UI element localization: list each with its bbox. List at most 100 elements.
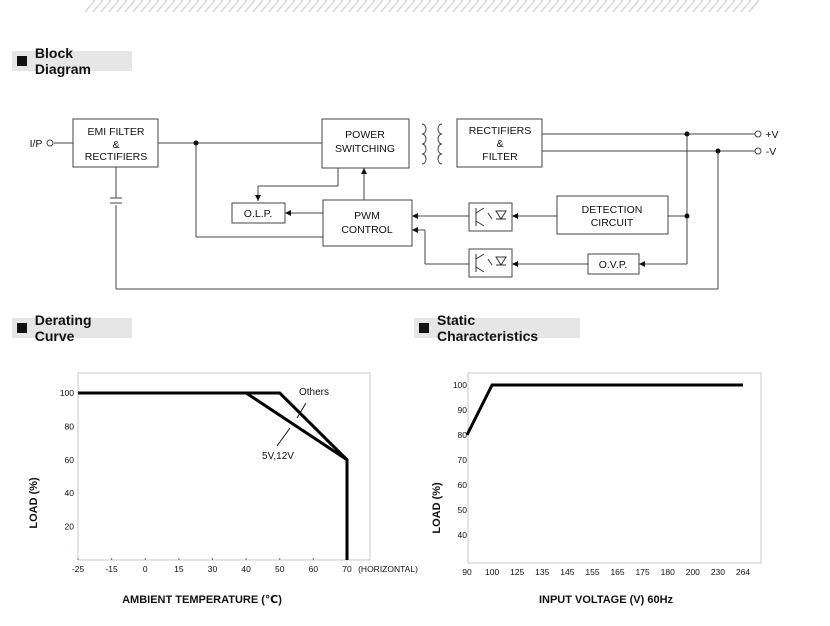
junction-dot [684,131,690,137]
light-arrow-icon [487,212,493,220]
emi-filter-label: RECTIFIERS [85,151,147,163]
ovp-label: O.V.P. [599,259,628,271]
light-arrow-icon [487,258,493,266]
input-label: I/P [30,138,43,150]
series-leader-line [276,427,291,447]
x-tick-label: 155 [585,567,599,577]
output-pos-label: +V [765,129,778,141]
y-tick-label: 40 [458,530,468,540]
series-label-5v12v: 5V,12V [262,451,294,462]
y-tick-label: 100 [60,388,74,398]
detection-circuit-block [556,195,669,235]
x-tick-label: 264 [736,567,750,577]
derating-curve-title: Derating Curve [34,312,92,344]
phototransistor-icon [475,207,485,214]
section-bullet-icon [17,323,27,333]
arrow-down-icon [255,195,261,201]
led-icon [495,210,507,220]
detection-circuit-label: CIRCUIT [591,217,634,229]
power-switching-label: POWER [345,129,385,141]
y-tick-label: 20 [65,522,75,532]
x-tick-label: 15 [174,564,184,574]
rectifiers-filter-block [456,118,543,168]
rectifiers-filter-label: RECTIFIERS [469,125,531,137]
power-switching-block [321,118,410,169]
junction-dot [715,148,721,154]
output-terminal-icon [754,130,762,138]
arrow-up-icon [361,168,367,174]
x-tick-label: 175 [636,567,650,577]
pwm-control-label: CONTROL [341,224,392,236]
y-tick-label: 80 [65,421,75,431]
pwm-control-block [322,199,413,247]
x-tick-label: 125 [510,567,524,577]
optocoupler-icon [468,202,513,232]
series-label-others: Others [299,387,329,398]
rectifiers-filter-label: & [496,138,503,150]
arrow-left-icon [512,213,518,219]
x-tick-label: 90 [462,567,472,577]
x-tick-label: 165 [610,567,624,577]
y-tick-label: 50 [458,505,468,515]
arrow-left-icon [412,227,418,233]
y-tick-label: 70 [458,455,468,465]
power-switching-label: SWITCHING [335,143,395,155]
olp-label: O.L.P. [244,208,272,220]
arrow-left-icon [639,261,645,267]
block-diagram-title: Block Diagram [34,45,91,77]
junction-dot [193,140,199,146]
output-neg-label: -V [766,146,777,158]
x-tick-label: 135 [535,567,549,577]
x-axis-suffix: (HORIZONTAL) [358,564,418,574]
input-terminal-icon [46,139,54,147]
load-line [465,383,743,436]
y-tick-label: 90 [458,405,468,415]
emi-filter-block [72,118,159,168]
x-tick-label: 200 [686,567,700,577]
emi-filter-label: EMI FILTER [88,126,145,138]
static-characteristics-header: Static Characteristics [414,312,580,344]
y-tick-label: 60 [458,480,468,490]
series-leader-line [296,402,307,419]
section-bullet-icon [419,323,429,333]
junction-dot [684,213,690,219]
top-hatch-decoration [84,0,760,13]
x-tick-label: 100 [485,567,499,577]
derating-y-axis-label: LOAD (%) [28,477,40,529]
x-tick-label: 60 [309,564,319,574]
x-tick-label: -15 [105,564,118,574]
optocoupler-icon [468,248,513,278]
derating-x-axis-label: AMBIENT TEMPERATURE (℃) [122,594,282,606]
x-tick-label: 40 [241,564,251,574]
output-terminal-icon [754,147,762,155]
x-tick-label: 145 [560,567,574,577]
block-diagram: I/P +V -V EMI FILTER & RECTIFIERS POWER … [30,118,779,290]
derating-curve-header: Derating Curve [12,312,132,344]
x-tick-label: 30 [208,564,218,574]
arrow-left-icon [285,210,291,216]
y-tick-label: 100 [453,380,467,390]
arrow-left-icon [412,213,418,219]
y-tick-label: 40 [65,488,75,498]
phototransistor-icon [475,220,485,227]
led-icon [495,256,507,266]
section-bullet-icon [17,56,27,66]
x-tick-label: -25 [72,564,85,574]
static-characteristics-title: Static Characteristics [436,312,539,344]
x-tick-label: 50 [275,564,285,574]
static-x-axis-label: INPUT VOLTAGE (V) 60Hz [539,594,674,606]
pwm-control-label: PWM [354,210,380,222]
arrow-left-icon [512,261,518,267]
plot-frame [77,372,371,561]
x-tick-label: 70 [342,564,352,574]
detection-circuit-label: DETECTION [582,204,643,216]
phototransistor-icon [475,266,485,273]
x-tick-label: 230 [711,567,725,577]
series-line-5v12v [78,391,349,560]
y-tick-label: 60 [65,455,75,465]
phototransistor-icon [475,253,485,260]
y-tick-label: 80 [458,430,468,440]
emi-filter-label: & [112,139,119,151]
